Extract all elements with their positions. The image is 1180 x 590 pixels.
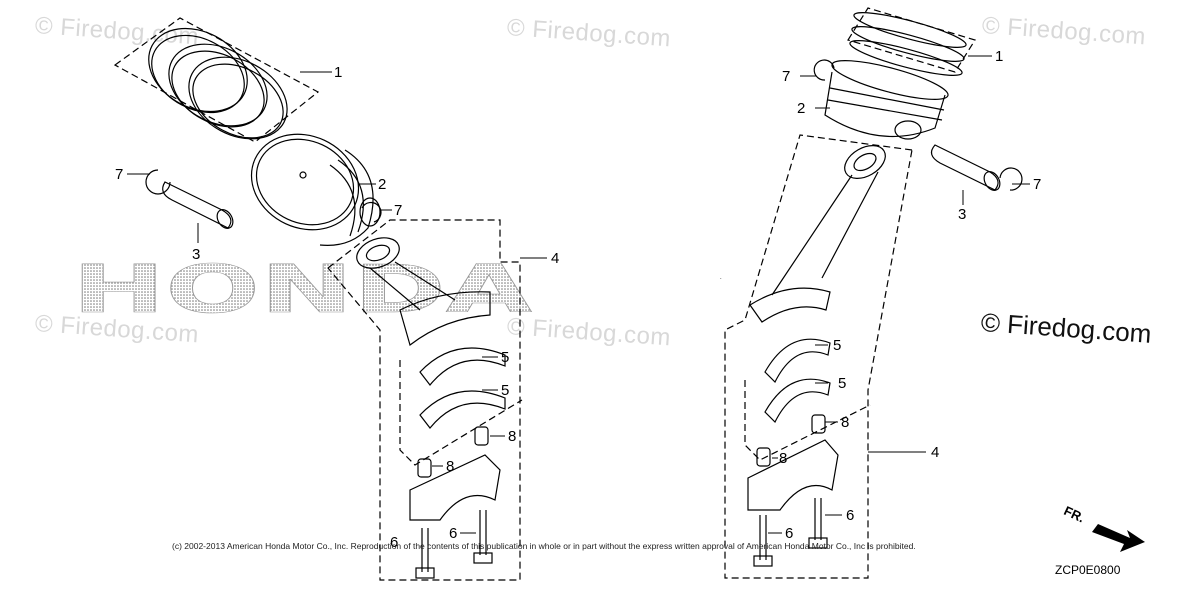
callout-connecting-rod-assembly: 4 [551,250,560,267]
callout-dowel-pin-lower: 8 [779,450,788,467]
dowel-pin-icon [474,426,489,446]
bearing-shell-icon [764,378,831,424]
callout-piston: 2 [797,100,806,117]
callout-dowel-pin-lower: 8 [446,458,455,475]
callout-bearing-upper: 5 [833,337,842,354]
left-assembly [113,17,547,581]
callout-bearing-upper: 5 [501,349,510,366]
callout-rod-bolt-left: 6 [390,534,399,551]
rod-assembly-box [724,134,913,579]
callout-dowel-pin-upper: 8 [841,414,850,431]
honda-logo-watermark: HONDA [72,251,533,329]
callout-connecting-rod-assembly: 4 [931,444,940,461]
clip-icon [999,167,1023,191]
connecting-rod-icon [749,145,886,323]
bearing-shell-icon [419,347,506,386]
copyright-notice: (c) 2002-2013 American Honda Motor Co., … [172,541,916,551]
bearing-shell-icon [419,390,506,429]
callout-piston: 2 [378,176,387,193]
clip-icon [145,169,171,195]
svg-text:.: . [720,275,722,281]
callout-clip-right: 7 [394,202,403,219]
callout-piston-ring-set: 1 [995,48,1004,65]
svg-text:HONDA: HONDA [72,251,532,328]
rod-bolt-icon [473,510,493,564]
rod-bolt-icon [808,498,828,549]
ring-set-box [113,17,320,143]
dowel-pin-icon [811,414,826,434]
dowel-pin-icon [417,458,432,478]
piston-rings-icon [849,12,967,76]
callout-piston-pin: 3 [192,246,201,263]
ring-set-box [847,7,976,73]
callout-bearing-lower: 5 [838,375,847,392]
connecting-rod-icon [356,237,491,347]
piston-pin-icon [162,181,234,229]
dowel-pin-icon [756,447,771,467]
bearing-shell-icon [764,338,831,384]
front-direction-arrow-icon [1092,524,1145,552]
callout-rod-bolt-left: 6 [785,525,794,542]
diagram-code: ZCP0E0800 [1055,563,1121,577]
piston-pin-icon [930,144,1001,191]
piston-rings-icon [148,27,288,140]
rod-cap-icon [409,454,501,521]
callout-clip-right: 7 [1033,176,1042,193]
callout-piston-ring-set: 1 [334,64,343,81]
callout-dowel-pin-upper: 8 [508,428,517,445]
callout-piston-pin: 3 [958,206,967,223]
right-assembly [724,7,1030,579]
piston-icon [824,60,949,140]
rod-cap-icon [747,439,839,511]
callout-clip-left: 7 [115,166,124,183]
piston-icon [250,133,381,246]
callout-rod-bolt-right: 6 [846,507,855,524]
callout-rod-bolt-right: 6 [449,525,458,542]
rod-bolt-icon [753,515,773,567]
clip-icon [813,59,835,81]
rod-bolt-icon [415,528,435,579]
rod-assembly-box [327,219,521,581]
callout-bearing-lower: 5 [501,382,510,399]
clip-icon [361,201,382,223]
callout-clip-left: 7 [782,68,791,85]
